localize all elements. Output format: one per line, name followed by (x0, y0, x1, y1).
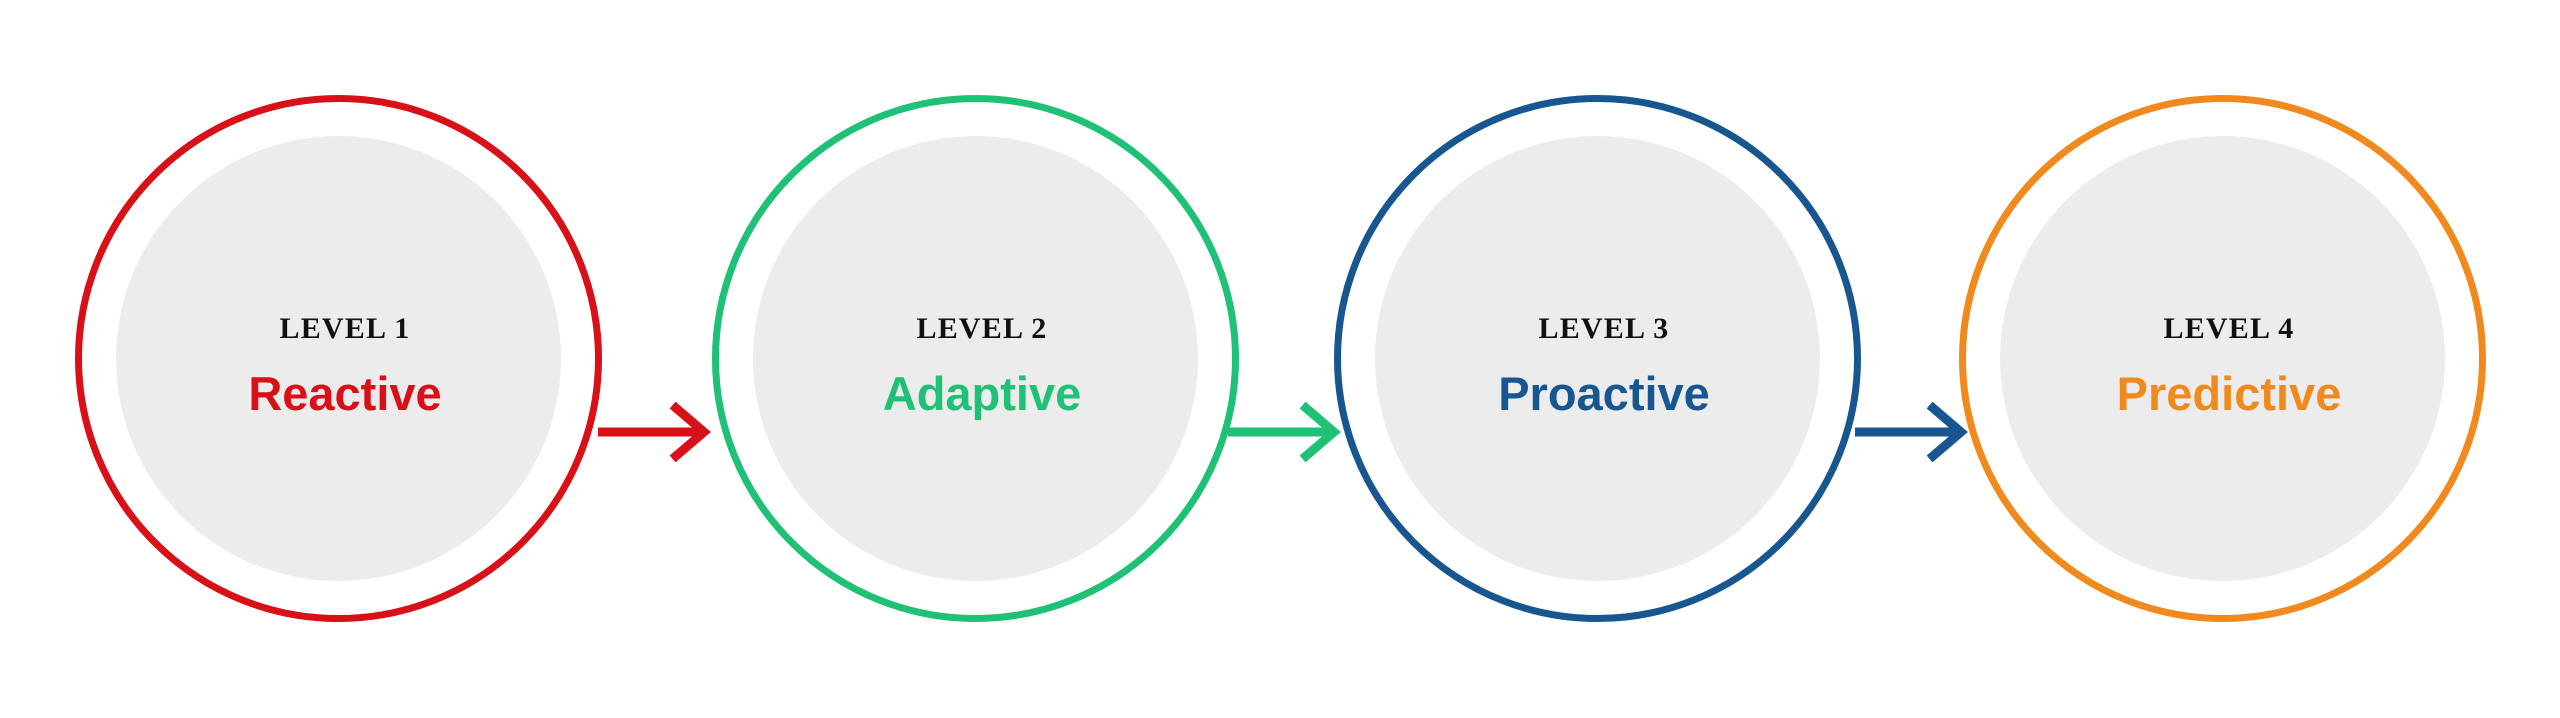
arrow-right-icon-2 (1228, 402, 1348, 462)
stage-level-label: LEVEL 2 (916, 311, 1048, 345)
stage-circle-level-2[interactable]: LEVEL 2 Adaptive (711, 94, 1239, 622)
stage-name-label: Adaptive (882, 366, 1082, 420)
stage-label-group: LEVEL 1 Reactive (82, 102, 609, 629)
stage-label-group: LEVEL 2 Adaptive (719, 102, 1246, 629)
stage-name-label: Proactive (1498, 366, 1710, 420)
stage-label-group: LEVEL 4 Predictive (1966, 102, 2493, 629)
stage-name-label: Reactive (248, 366, 442, 420)
stage-label-group: LEVEL 3 Proactive (1341, 102, 1868, 629)
stage-level-label: LEVEL 1 (279, 311, 411, 345)
stage-level-label: LEVEL 4 (2163, 311, 2295, 345)
arrow-right-icon-3 (1855, 402, 1975, 462)
stage-name-label: Predictive (2116, 366, 2342, 420)
stage-inner-disc (1999, 135, 2445, 581)
stage-inner-disc (1374, 135, 1820, 581)
stage-inner-disc (115, 135, 561, 581)
stage-level-label: LEVEL 3 (1538, 311, 1670, 345)
stage-circle-level-4[interactable]: LEVEL 4 Predictive (1958, 94, 2486, 622)
stage-circle-level-3[interactable]: LEVEL 3 Proactive (1333, 94, 1861, 622)
arrow-right-icon-1 (598, 402, 718, 462)
stage-circle-level-1[interactable]: LEVEL 1 Reactive (74, 94, 602, 622)
stage-inner-disc (752, 135, 1198, 581)
